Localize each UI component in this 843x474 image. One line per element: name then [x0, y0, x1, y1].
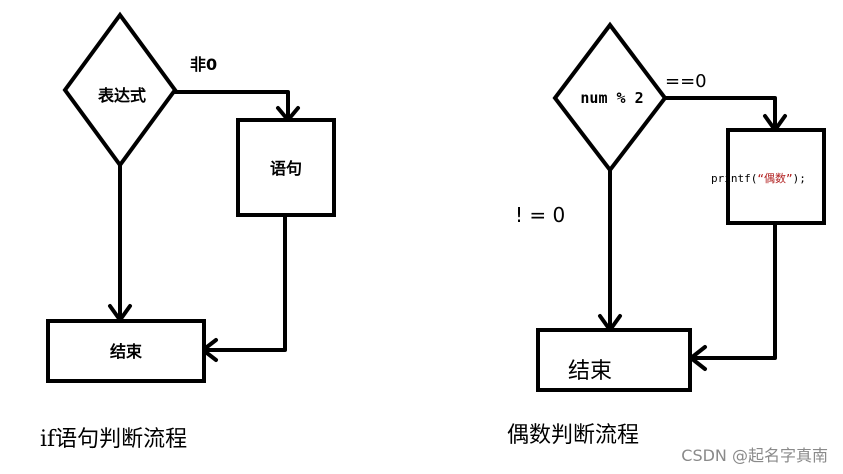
left-end-box [46, 319, 206, 383]
right-statement-label: printf(“偶数”); [711, 172, 806, 185]
left-statement-box [236, 118, 336, 217]
printf-suffix: ); [793, 172, 806, 185]
right-true-connector [663, 96, 777, 130]
left-merge-connector [203, 213, 287, 352]
right-decision-label: num % 2 [580, 89, 643, 107]
csdn-watermark: CSDN @起名字真南 [681, 446, 828, 465]
left-statement-label: 语句 [270, 159, 302, 178]
left-end-label: 结束 [109, 342, 143, 361]
right-false-edge-label: ! = 0 [515, 203, 565, 227]
right-flowchart: num % 2 ==0 printf(“偶数”); ! = 0 结束 偶数判断流… [507, 21, 826, 448]
left-decision-label: 表达式 [97, 86, 146, 105]
right-caption: 偶数判断流程 [507, 423, 639, 448]
left-flowchart: 表达式 非0 语句 结束 if语句判断流程 [40, 11, 336, 452]
string-literal: “偶数” [757, 172, 792, 185]
printf-call: printf( [711, 172, 757, 185]
right-statement-box [726, 128, 826, 225]
right-end-label: 结束 [568, 359, 612, 384]
left-caption: if语句判断流程 [40, 427, 187, 452]
right-true-edge-label: ==0 [665, 71, 707, 92]
left-true-connector [173, 90, 290, 120]
right-merge-connector [691, 221, 777, 360]
left-true-edge-label: 非0 [190, 55, 217, 74]
right-end-box [536, 328, 692, 392]
